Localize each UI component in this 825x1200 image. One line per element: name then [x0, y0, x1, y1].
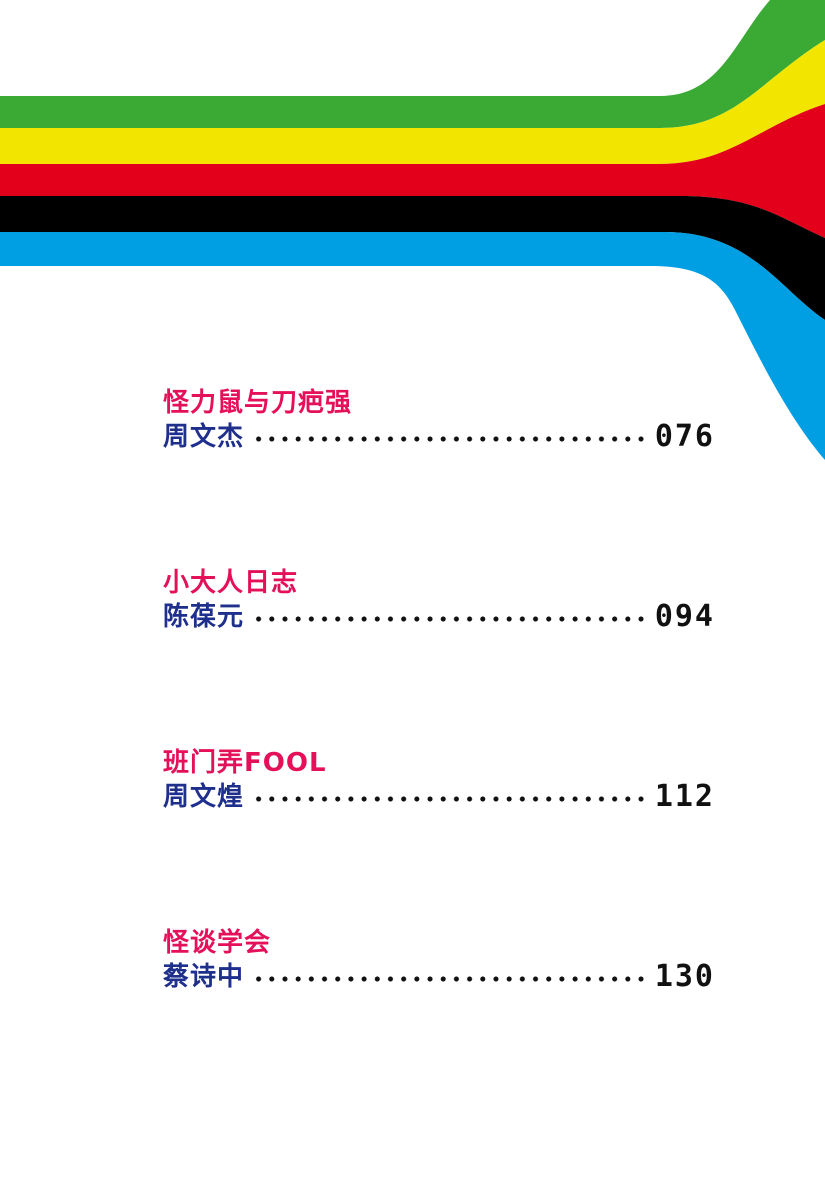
toc-entry-author: 陈葆元	[163, 602, 245, 632]
stripe-blue	[0, 232, 825, 460]
dot-leader	[252, 976, 649, 982]
toc-entry-title: 班门弄FOOL	[163, 748, 327, 778]
toc-entry-author: 周文煌	[163, 782, 245, 812]
stripe-red	[0, 104, 825, 238]
toc-entry-page-number: 076	[654, 419, 715, 454]
stripe-yellow	[0, 40, 825, 164]
dot-leader	[252, 616, 649, 622]
toc-entry-page-number: 130	[654, 959, 715, 994]
dot-leader	[252, 796, 649, 802]
toc-entry-title: 小大人日志	[163, 568, 299, 598]
toc-entry-line: 周文杰 076	[163, 420, 715, 454]
toc-entry-author: 周文杰	[163, 422, 245, 452]
toc-entry-page-number: 094	[654, 599, 715, 634]
toc-entry-line: 周文煌 112	[163, 780, 715, 814]
toc-entry-title: 怪谈学会	[163, 928, 272, 958]
stripe-black	[0, 196, 825, 320]
toc-entry-title: 怪力鼠与刀疤强	[163, 388, 353, 418]
toc-entry-line: 陈葆元 094	[163, 600, 715, 634]
toc-entry-page-number: 112	[654, 779, 715, 814]
rainbow-stripes-decoration	[0, 0, 825, 460]
toc-entry-author: 蔡诗中	[163, 962, 245, 992]
toc-entry-line: 蔡诗中 130	[163, 960, 715, 994]
dot-leader	[252, 436, 649, 442]
stripe-green	[0, 0, 825, 128]
